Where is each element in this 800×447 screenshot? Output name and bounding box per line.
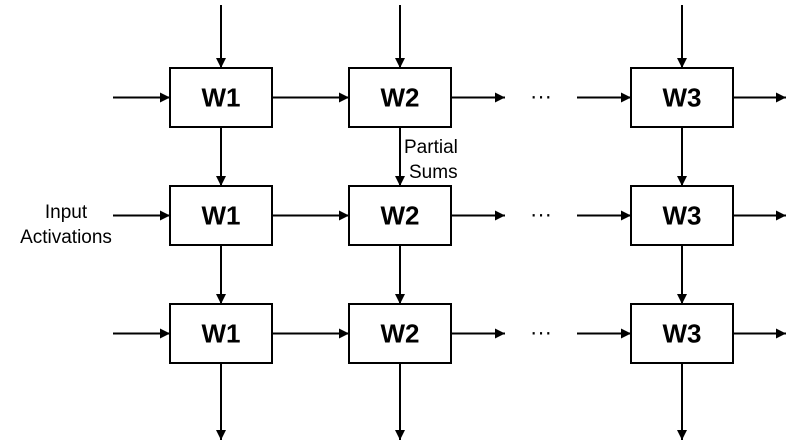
pe-label: W1	[202, 319, 241, 349]
pe-rect	[348, 303, 452, 364]
pe-label: W3	[663, 319, 702, 349]
pe-box-r2-c2: W2	[348, 185, 452, 246]
ellipsis-row3: ···	[530, 320, 552, 345]
pe-label: W2	[381, 83, 420, 113]
pe-label: W2	[381, 201, 420, 231]
pe-label: W3	[663, 201, 702, 231]
input-activations-label-line1: Input	[45, 202, 88, 223]
pe-rect	[630, 185, 734, 246]
ellipsis-row1: ···	[530, 84, 552, 109]
pe-box-r1-c1: W1	[169, 67, 273, 128]
pe-box-r2-c1: W1	[169, 185, 273, 246]
pe-box-r3-c1: W1	[169, 303, 273, 364]
partial-sums-label-line2: Sums	[409, 162, 458, 183]
pe-rect	[630, 67, 734, 128]
pe-rect	[169, 303, 273, 364]
pe-box-r2-c3: W3	[630, 185, 734, 246]
pe-label: W1	[202, 83, 241, 113]
pe-label: W1	[202, 201, 241, 231]
pe-rect	[169, 67, 273, 128]
pe-rect	[630, 303, 734, 364]
pe-rect	[348, 185, 452, 246]
pe-box-r3-c2: W2	[348, 303, 452, 364]
pe-box-r3-c3: W3	[630, 303, 734, 364]
pe-rect	[348, 67, 452, 128]
pe-label: W2	[381, 319, 420, 349]
pe-rect	[169, 185, 273, 246]
pe-box-r1-c3: W3	[630, 67, 734, 128]
pe-label: W3	[663, 83, 702, 113]
pe-box-r1-c2: W2	[348, 67, 452, 128]
ellipsis-row2: ···	[530, 202, 552, 227]
arrow-layer	[113, 5, 786, 440]
partial-sums-label-line1: Partial	[404, 137, 458, 158]
input-activations-label-line2: Activations	[20, 227, 112, 248]
